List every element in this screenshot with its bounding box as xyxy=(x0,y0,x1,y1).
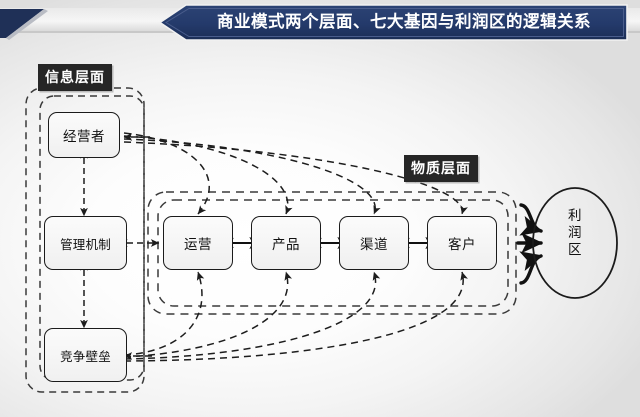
node-product[interactable]: 产品 xyxy=(251,216,321,270)
node-barrier-label: 竞争壁垒 xyxy=(60,348,111,364)
node-customer[interactable]: 客户 xyxy=(427,216,497,270)
title-banner: 商业模式两个层面、七大基因与利润区的逻辑关系 xyxy=(0,0,640,46)
node-channel-label: 渠道 xyxy=(360,237,388,253)
curve-barrier-customer xyxy=(123,271,468,362)
node-customer-label: 客户 xyxy=(448,237,476,253)
curve-operator-operations xyxy=(123,132,210,215)
curve-barrier-product xyxy=(123,271,293,358)
profit-zone-ellipse xyxy=(532,187,618,299)
curve-barrier-channel xyxy=(123,271,381,360)
arrow-to-profit-lower xyxy=(519,251,543,285)
arrow-to-profit-upper xyxy=(519,203,543,236)
curve-operator-customer xyxy=(123,141,468,215)
node-channel[interactable]: 渠道 xyxy=(339,216,409,270)
layer-tag-material: 物质层面 xyxy=(404,155,478,182)
curve-barrier-operations xyxy=(123,271,205,356)
page-title: 商业模式两个层面、七大基因与利润区的逻辑关系 xyxy=(217,12,591,31)
node-operations[interactable]: 运营 xyxy=(163,216,233,270)
node-management-label: 管理机制 xyxy=(60,236,111,252)
node-operations-label: 运营 xyxy=(184,237,212,253)
node-operator-label: 经营者 xyxy=(63,129,105,145)
curve-operator-product xyxy=(123,135,293,215)
layer-tag-info: 信息层面 xyxy=(38,64,112,91)
node-barrier[interactable]: 竞争壁垒 xyxy=(44,328,127,382)
node-operator[interactable]: 经营者 xyxy=(48,112,120,158)
node-profit-zone[interactable]: 利 润 区 xyxy=(558,208,592,259)
material-layer-inner-container xyxy=(157,199,509,307)
node-product-label: 产品 xyxy=(272,237,300,253)
title-banner-shape xyxy=(0,4,640,41)
node-management[interactable]: 管理机制 xyxy=(44,216,127,270)
profit-zone-label-line3: 区 xyxy=(568,242,582,258)
profit-zone-label-line2: 润 xyxy=(568,225,582,241)
profit-zone-label-line1: 利 xyxy=(568,208,582,224)
